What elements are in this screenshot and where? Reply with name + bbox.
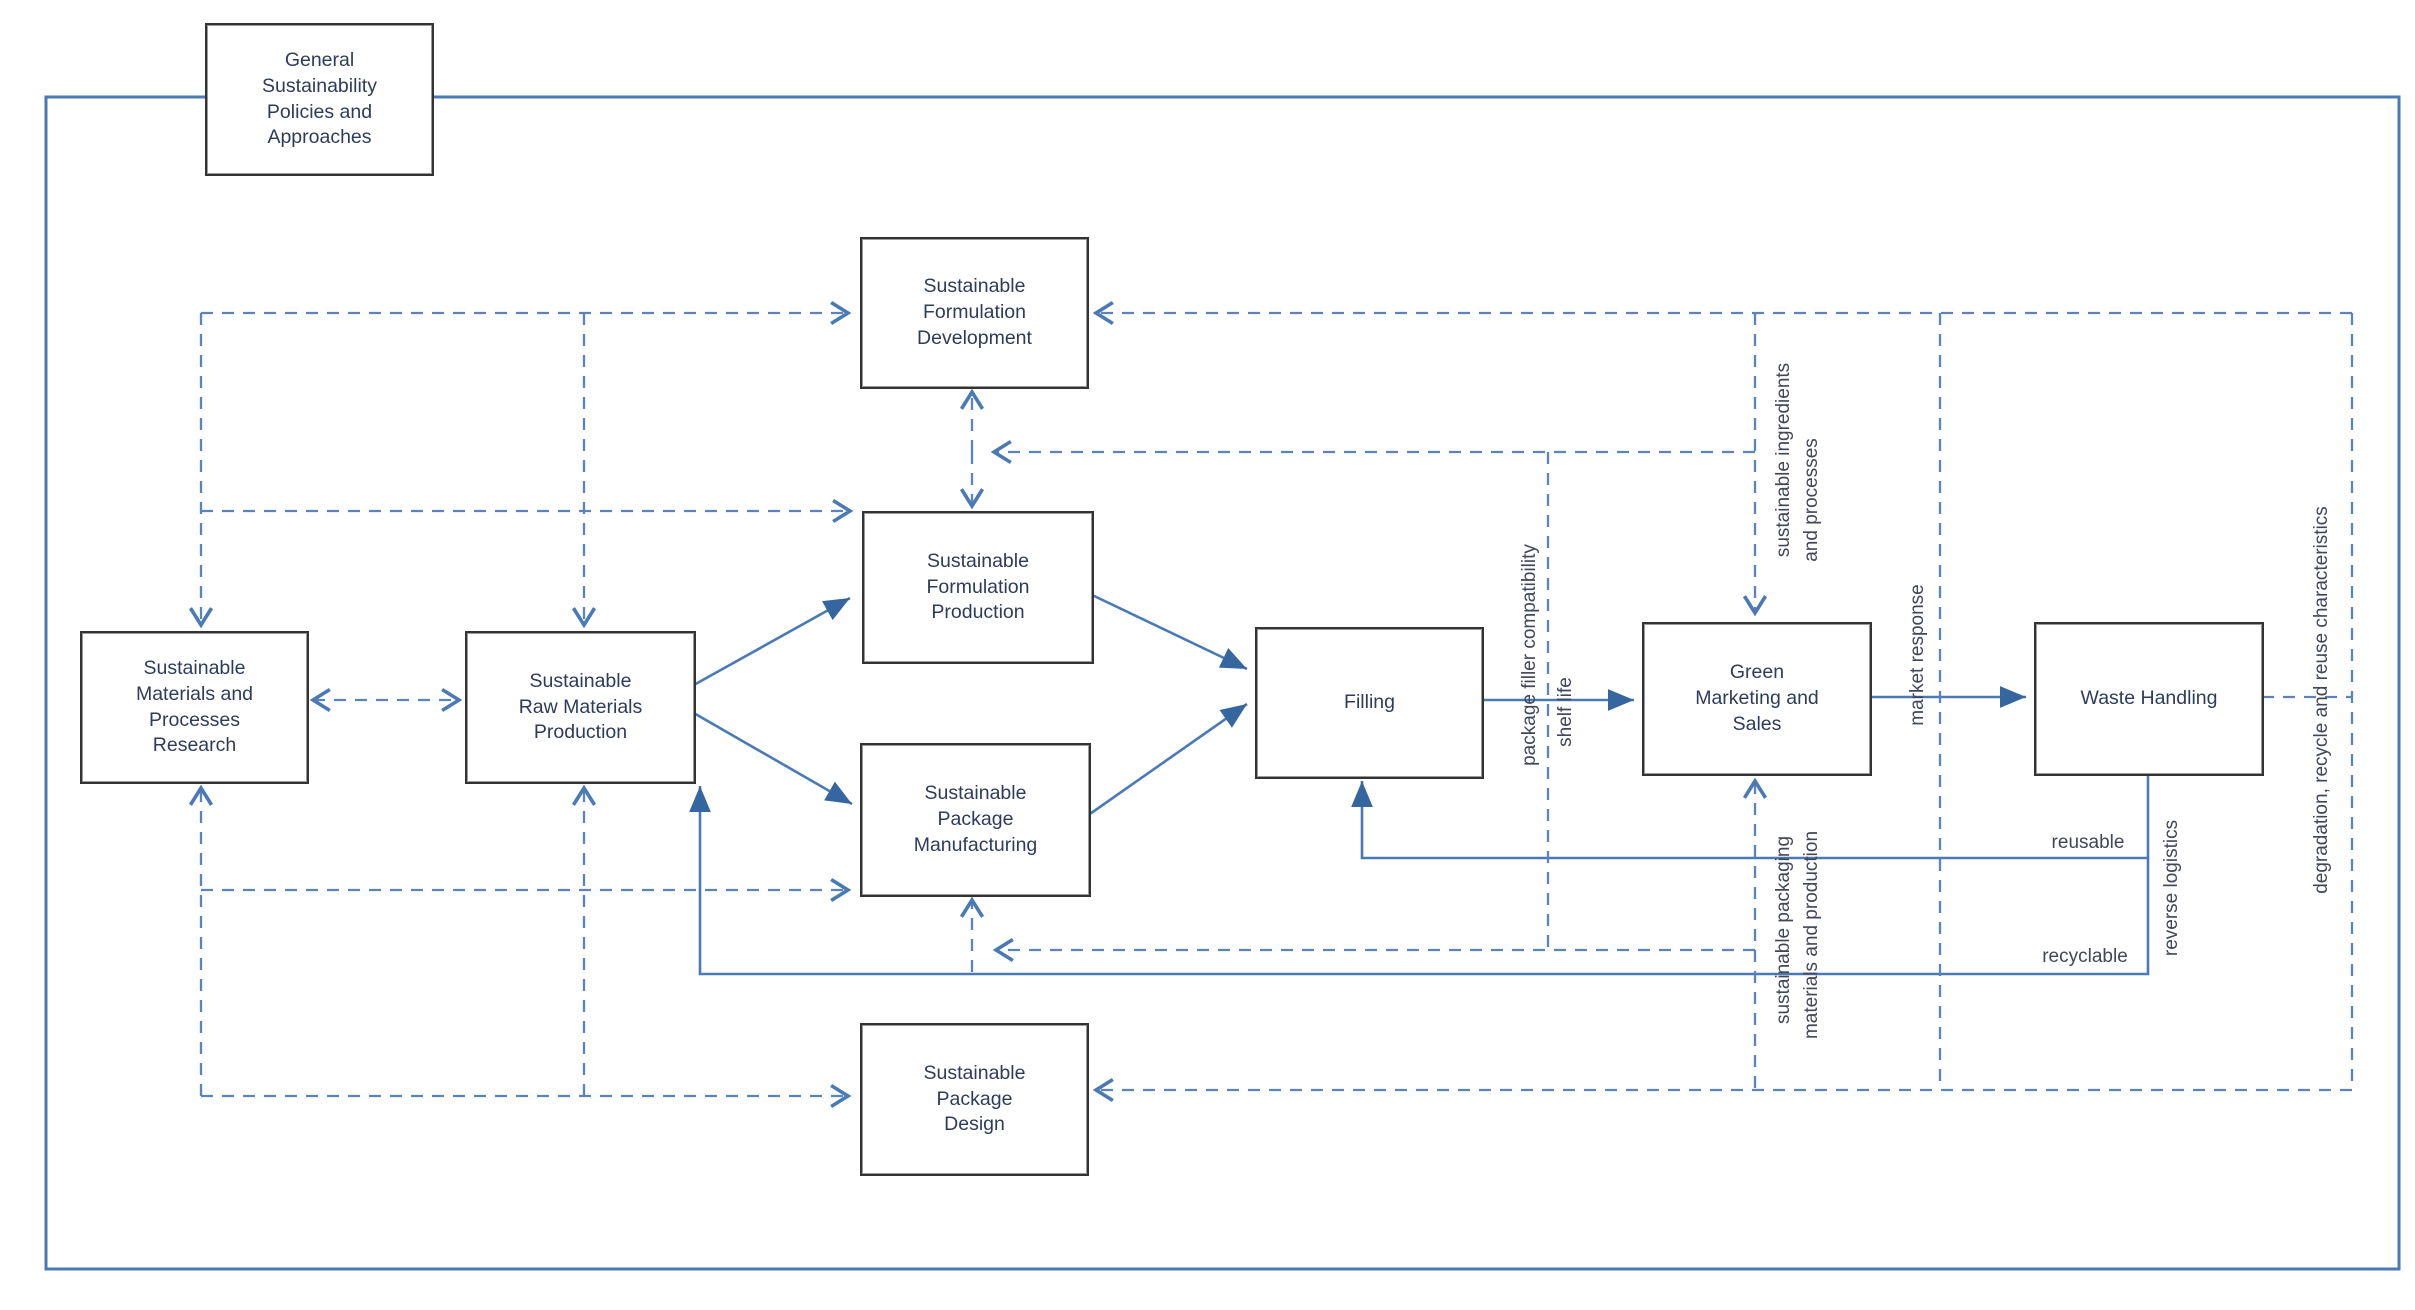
node-waste-handling: Waste Handling <box>2034 622 2264 776</box>
dashed-links <box>201 313 2354 1096</box>
solid-arrows <box>689 592 2150 976</box>
edge-label-reusable: reusable <box>2051 832 2125 853</box>
node-general-sustainability-policies: General Sustainability Policies and Appr… <box>205 23 434 176</box>
edge-label-materials-and-production: materials and production <box>1801 830 1822 1040</box>
edge-label-shelf-life: shelf life <box>1555 677 1576 747</box>
edge-label-and-processes: and processes <box>1801 438 1822 562</box>
node-sustainable-formulation-development: Sustainable Formulation Development <box>860 237 1089 389</box>
edge-label-sustainable-ingredients: sustainable ingredients <box>1773 362 1794 558</box>
edge-label-market-response: market response <box>1907 584 1928 726</box>
edge-label-degradation-recycle-reuse: degradation, recycle and reuse character… <box>2311 506 2332 894</box>
node-sustainable-materials-processes-research: Sustainable Materials and Processes Rese… <box>80 631 309 784</box>
edge-label-reverse-logistics: reverse logistics <box>2161 819 2182 957</box>
node-sustainable-package-manufacturing: Sustainable Package Manufacturing <box>860 743 1091 897</box>
edge-label-package-filler-compatibility: package filler compatibility <box>1519 544 1540 766</box>
node-filling: Filling <box>1255 627 1484 779</box>
outer-boundary <box>44 95 2401 1271</box>
node-sustainable-package-design: Sustainable Package Design <box>860 1023 1089 1176</box>
node-sustainable-raw-materials-production: Sustainable Raw Materials Production <box>465 631 696 784</box>
node-green-marketing-and-sales: Green Marketing and Sales <box>1642 622 1872 776</box>
node-sustainable-formulation-production: Sustainable Formulation Production <box>862 511 1094 664</box>
edge-label-recyclable: recyclable <box>2042 946 2128 967</box>
edge-label-sustainable-packaging: sustainable packaging <box>1773 835 1794 1025</box>
